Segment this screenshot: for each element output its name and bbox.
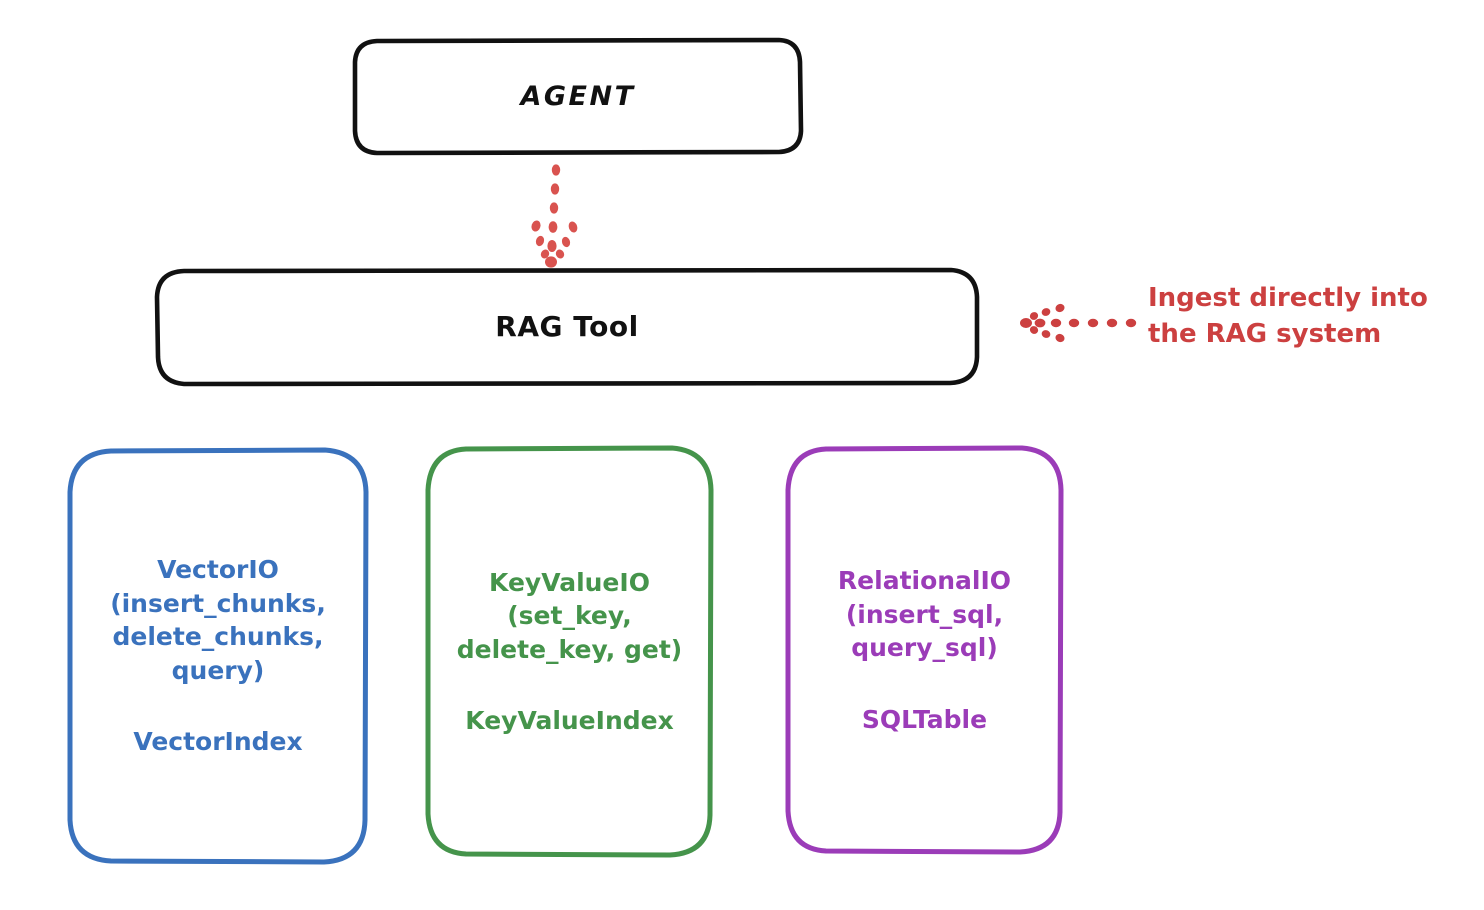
vector-index-label: VectorIndex — [133, 727, 303, 757]
sql-table-label: SQLTable — [861, 704, 988, 734]
agent-label: AGENT — [520, 80, 636, 112]
vector-io-node[interactable]: VectorIO (insert_chunks, delete_chunks, … — [70, 450, 366, 862]
key-value-io-label: KeyValueIO (set_key, delete_key, get) — [456, 567, 683, 664]
relational-io-node[interactable]: RelationalIO (insert_sql, query_sql) SQL… — [788, 448, 1061, 852]
rag-tool-node[interactable]: RAG Tool — [157, 270, 977, 384]
key-value-io-node[interactable]: KeyValueIO (set_key, delete_key, get) Ke… — [428, 448, 711, 855]
ingest-annotation-label: Ingest directly into the RAG system — [1148, 283, 1428, 349]
relational-io-box-outline — [785, 445, 1064, 855]
rag-tool-box-outline — [154, 267, 980, 387]
rag-tool-label: RAG Tool — [495, 309, 639, 343]
vector-io-box-outline — [67, 447, 369, 865]
agent-box-outline — [352, 37, 804, 156]
vector-io-label: VectorIO (insert_chunks, delete_chunks, … — [110, 555, 326, 685]
key-value-io-box-outline — [425, 445, 714, 858]
agent-to-rag-tool-arrow — [531, 164, 578, 268]
ingest-to-rag-tool-arrow — [1020, 303, 1137, 343]
agent-node[interactable]: AGENT — [355, 40, 801, 153]
key-value-index-label: KeyValueIndex — [465, 706, 674, 735]
relational-io-label: RelationalIO (insert_sql, query_sql) — [837, 566, 1012, 662]
